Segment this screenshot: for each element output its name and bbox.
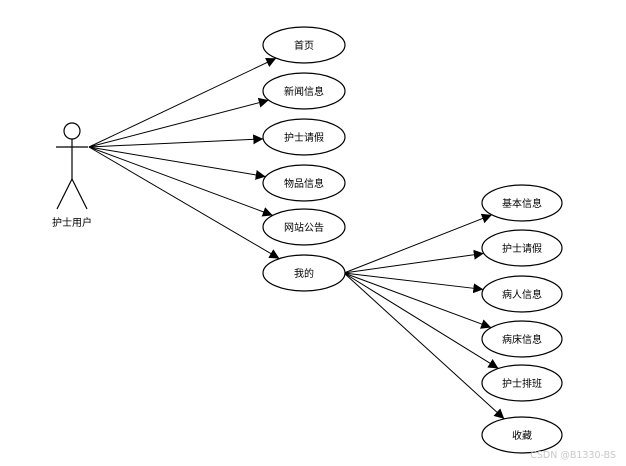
use-case-ellipse xyxy=(262,118,346,156)
use-case-home: 首页 xyxy=(262,26,346,64)
use-case-ellipse xyxy=(481,229,563,267)
use-case-label: 首页 xyxy=(294,39,314,52)
actor-right-leg xyxy=(71,178,88,210)
use-case-ellipse xyxy=(262,72,346,110)
actor-left-leg xyxy=(56,178,73,210)
sub-use-case-basic: 基本信息 xyxy=(481,184,563,222)
use-case-ellipse xyxy=(481,416,563,454)
use-case-ellipse xyxy=(262,208,346,246)
sub-use-case-leave2: 护士请假 xyxy=(481,229,563,267)
watermark: CSDN @B1330-BS xyxy=(530,450,616,461)
use-case-leave: 护士请假 xyxy=(262,118,346,156)
use-case-ellipse xyxy=(262,164,346,202)
association-mine-shift xyxy=(343,272,499,369)
use-case-label: 新闻信息 xyxy=(284,85,324,98)
association-mine-leave2 xyxy=(343,249,484,274)
actor-label: 护士用户 xyxy=(52,216,92,229)
use-case-label: 护士请假 xyxy=(284,131,324,144)
association-mine xyxy=(88,146,280,260)
sub-use-case-patient: 病人信息 xyxy=(481,275,563,313)
actor-nurse-user: 护士用户 xyxy=(52,122,92,229)
use-case-label: 基本信息 xyxy=(502,197,542,210)
association-mine-patient xyxy=(343,272,484,294)
association-home xyxy=(88,57,277,148)
use-case-label: 病床信息 xyxy=(502,333,542,346)
use-case-label: 护士请假 xyxy=(502,242,542,255)
use-case-label: 护士排班 xyxy=(502,377,542,390)
use-case-ellipse xyxy=(481,184,563,222)
use-case-ellipse xyxy=(481,364,563,402)
actor-head xyxy=(63,122,81,140)
use-case-notice: 网站公告 xyxy=(262,208,346,246)
use-case-label: 病人信息 xyxy=(502,288,542,301)
use-case-label: 收藏 xyxy=(512,429,532,442)
association-mine-basic xyxy=(343,213,493,274)
use-case-label: 物品信息 xyxy=(284,177,324,190)
association-notice xyxy=(88,146,273,217)
sub-use-case-shift: 护士排班 xyxy=(481,364,563,402)
use-case-ellipse xyxy=(262,26,346,64)
association-mine-bed xyxy=(343,272,492,329)
use-case-mine: 我的 xyxy=(262,254,346,292)
use-case-goods: 物品信息 xyxy=(262,164,346,202)
sub-use-case-bed: 病床信息 xyxy=(481,320,563,358)
sub-use-case-fav: 收藏 xyxy=(481,416,563,454)
use-cases: 首页新闻信息护士请假物品信息网站公告我的基本信息护士请假病人信息病床信息护士排班… xyxy=(262,26,563,454)
use-case-label: 我的 xyxy=(294,267,314,280)
association-mine-fav xyxy=(343,272,505,420)
use-case-label: 网站公告 xyxy=(284,221,324,234)
use-case-news: 新闻信息 xyxy=(262,72,346,110)
use-case-ellipse xyxy=(481,320,563,358)
use-case-ellipse xyxy=(481,275,563,313)
association-goods xyxy=(88,146,266,180)
association-news xyxy=(88,97,269,148)
associations xyxy=(88,57,505,420)
association-leave xyxy=(88,134,264,148)
use-case-ellipse xyxy=(262,254,346,292)
